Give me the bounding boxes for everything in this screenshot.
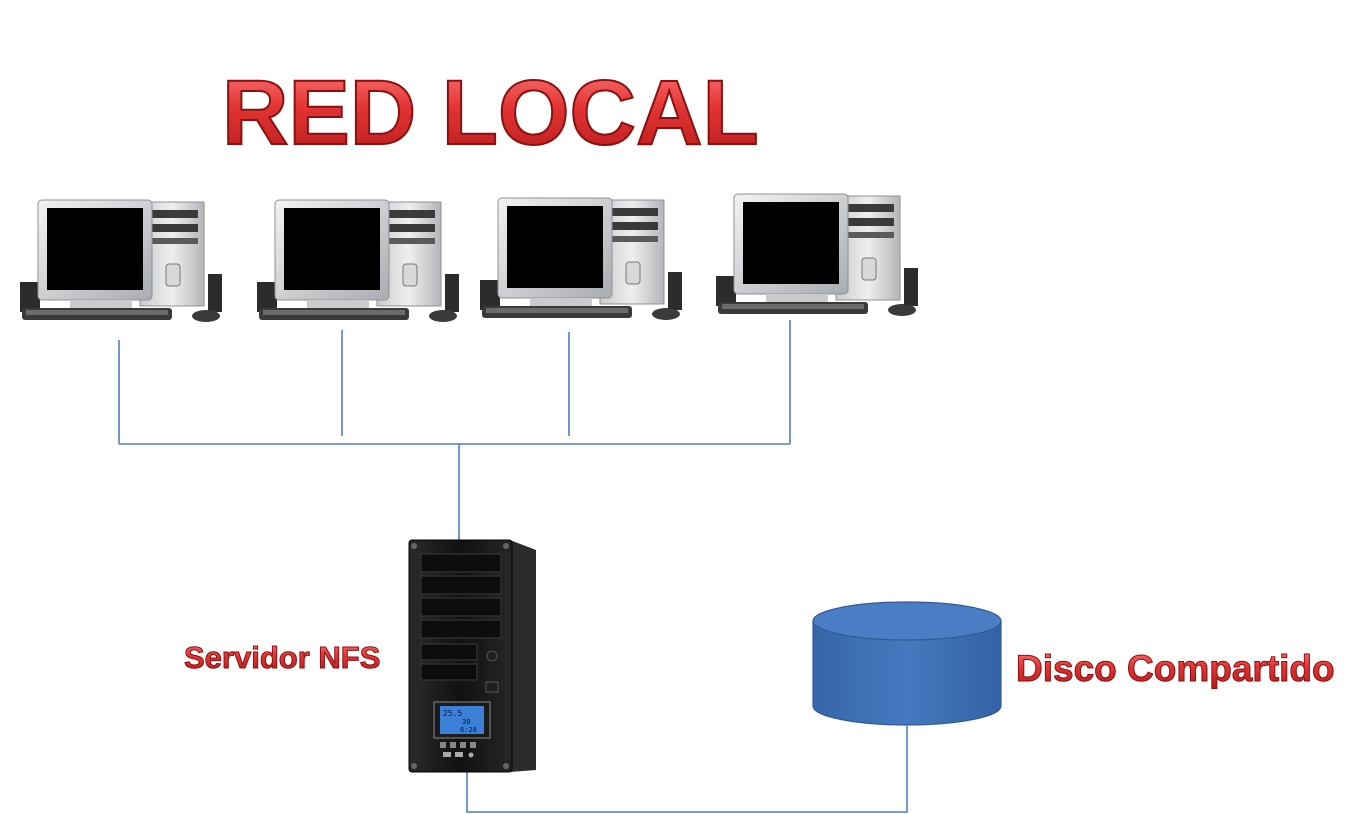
lcd-line-2: 30 — [462, 718, 470, 726]
workstation-2 — [257, 199, 459, 322]
server-lcd-screen — [440, 706, 484, 734]
network-connections — [118, 320, 908, 813]
workstation-4 — [716, 193, 918, 316]
diagram-title: RED LOCAL — [222, 62, 759, 164]
server-label: Servidor NFS — [184, 640, 380, 675]
nfs-server: 25.5 30 6:28 — [408, 539, 536, 773]
screen — [47, 208, 143, 290]
screen — [284, 208, 380, 290]
shared-disk-icon — [812, 601, 1002, 726]
link-server-disk — [466, 726, 908, 813]
workstation-1 — [20, 199, 222, 322]
lcd-line-1: 25.5 — [443, 709, 462, 718]
disk-label: Disco Compartido — [1016, 648, 1335, 689]
screen — [507, 206, 603, 288]
lcd-line-3: 6:28 — [460, 726, 477, 734]
workstation-3 — [480, 197, 682, 320]
screen — [743, 202, 839, 284]
